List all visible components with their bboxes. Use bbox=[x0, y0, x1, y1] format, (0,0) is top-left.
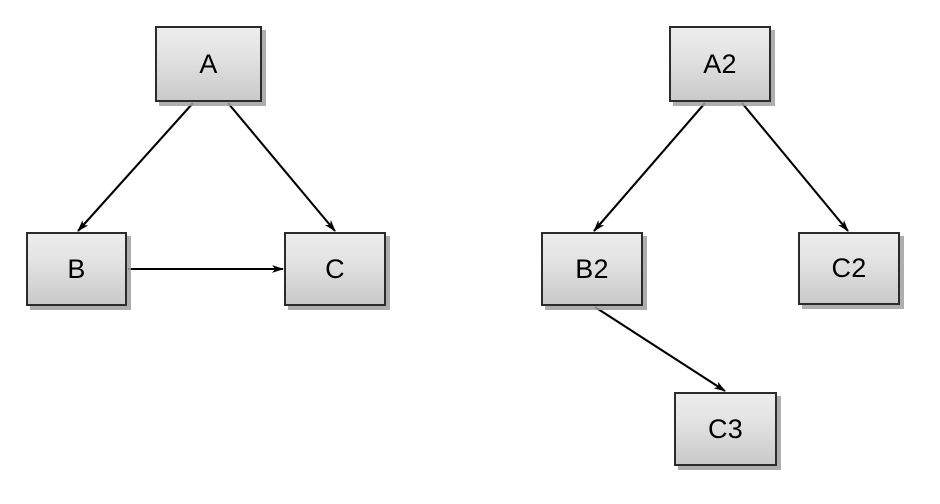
node-label: C2 bbox=[831, 253, 867, 283]
edge-a2-to-b2 bbox=[593, 102, 706, 232]
edge-a2-to-c2 bbox=[741, 102, 849, 232]
node-label: B2 bbox=[575, 253, 609, 284]
node-a[interactable]: A bbox=[155, 26, 262, 102]
node-label: C3 bbox=[708, 413, 743, 444]
node-label: C bbox=[325, 253, 345, 284]
edge-b2-to-c3 bbox=[594, 306, 726, 392]
node-c2[interactable]: C2 bbox=[798, 232, 900, 305]
node-label: A2 bbox=[703, 48, 737, 79]
node-c3[interactable]: C3 bbox=[674, 392, 777, 466]
node-label: B bbox=[67, 253, 86, 284]
edge-a-to-c bbox=[227, 102, 336, 232]
node-a2[interactable]: A2 bbox=[669, 26, 771, 102]
node-label: A bbox=[199, 48, 218, 79]
node-c[interactable]: C bbox=[284, 232, 386, 306]
node-b2[interactable]: B2 bbox=[541, 232, 643, 306]
edge-a-to-b bbox=[77, 102, 194, 232]
node-b[interactable]: B bbox=[26, 232, 127, 306]
